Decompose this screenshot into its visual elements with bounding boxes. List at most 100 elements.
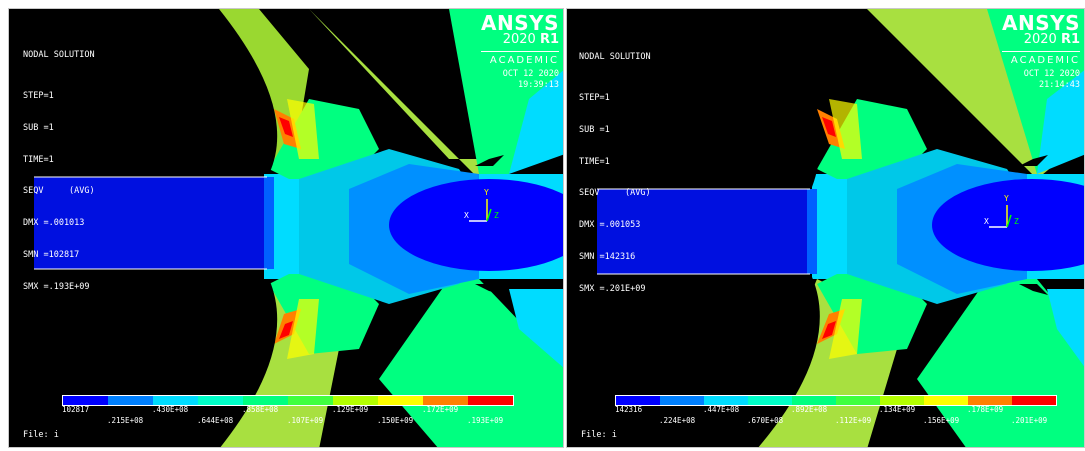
- legend-swatch: [968, 396, 1012, 405]
- lower-notch-yellow: [287, 299, 319, 359]
- solution-info: NODAL SOLUTION STEP=1 SUB =1 TIME=1 SEQV…: [23, 29, 95, 313]
- right-x-cut-bottom: [1019, 284, 1048, 295]
- shaft: [597, 189, 812, 274]
- upper-notch-peak: [279, 117, 293, 137]
- file-label: File: i: [23, 430, 59, 440]
- triad-z-label: Z: [1014, 217, 1019, 226]
- legend-label: .644E+08: [197, 416, 234, 425]
- upper-notch-yellow: [829, 99, 862, 159]
- ansys-logo: ANSYS: [480, 11, 559, 35]
- legend-label: .201E+09: [1011, 416, 1048, 425]
- legend-label: 142316: [615, 405, 643, 414]
- legend-label: .156E+09: [923, 416, 960, 425]
- legend-swatch: [108, 396, 153, 405]
- info-time: TIME=1: [23, 154, 54, 165]
- contour-legend-bar: [615, 395, 1057, 406]
- brand-divider: [480, 51, 559, 52]
- release-tag: R1: [1060, 32, 1080, 47]
- green-zone-upper: [269, 99, 379, 179]
- legend-swatch: [333, 396, 378, 405]
- release-label: 2020 R1: [1002, 33, 1080, 47]
- upper-arm: [747, 9, 1084, 179]
- upper-notch-cutout: [9, 9, 278, 174]
- info-step: STEP=1: [579, 92, 610, 103]
- ansys-viewport-right[interactable]: NODAL SOLUTION STEP=1 SUB =1 TIME=1 SEQV…: [566, 8, 1085, 448]
- upper-notch-peak: [822, 117, 836, 137]
- solution-info: NODAL SOLUTION STEP=1 SUB =1 TIME=1 SEQV…: [579, 31, 651, 315]
- brand-divider: [1001, 51, 1080, 52]
- triad-z-axis: [1006, 214, 1012, 228]
- legend-swatch: [880, 396, 924, 405]
- triad-z-axis: [486, 208, 492, 222]
- legend-label: .150E+09: [377, 416, 414, 425]
- legend-swatch: [423, 396, 468, 405]
- legend-label: .193E+09: [467, 416, 504, 425]
- legend-swatch: [198, 396, 243, 405]
- ansys-branding: ANSYS 2020 R1 ACADEMIC OCT 12 2020 19:39…: [480, 11, 559, 90]
- info-sub: SUB =1: [579, 124, 610, 135]
- info-smn: SMN =102817: [23, 249, 80, 260]
- edition-label: ACADEMIC: [489, 55, 559, 66]
- legend-swatch: [378, 396, 423, 405]
- legend-label: .107E+09: [287, 416, 324, 425]
- upper-notch-yellow: [287, 99, 319, 159]
- legend-labels: 142316 .447E+08 .892E+08 .134E+09 .178E+…: [567, 405, 1084, 429]
- upper-notch-cutout: [567, 9, 820, 187]
- time-label: 19:39:13: [518, 79, 559, 90]
- triad-x-label: X: [464, 211, 469, 220]
- solution-title: NODAL SOLUTION: [579, 52, 651, 63]
- legend-swatch: [748, 396, 792, 405]
- info-seqv: SEQV (AVG): [23, 186, 95, 197]
- legend-label: .215E+08: [107, 416, 144, 425]
- legend-label: 102817: [62, 405, 90, 414]
- legend-labels: 102817 .430E+08 .858E+08 .129E+09 .172E+…: [9, 405, 563, 429]
- legend-label: .172E+09: [422, 405, 459, 414]
- legend-swatch: [1012, 396, 1056, 405]
- legend-label: .224E+08: [659, 416, 696, 425]
- green-zone-lower: [269, 274, 379, 354]
- triad-z-label: Z: [494, 211, 499, 220]
- legend-label: .129E+09: [332, 405, 369, 414]
- edition-label: ACADEMIC: [1010, 55, 1080, 66]
- legend-label: .670E+08: [747, 416, 784, 425]
- legend-swatch: [243, 396, 288, 405]
- legend-label: .178E+09: [967, 405, 1004, 414]
- blue-core: [389, 179, 563, 271]
- date-label: OCT 12 2020: [1023, 69, 1080, 79]
- triad-y-label: Y: [1004, 194, 1009, 203]
- legend-swatch: [468, 396, 513, 405]
- ansys-logo: ANSYS: [1001, 11, 1080, 35]
- legend-label: .858E+08: [242, 405, 279, 414]
- lower-notch-yellow: [829, 299, 862, 359]
- triad-y-label: Y: [484, 188, 489, 197]
- right-x-cut-top: [1019, 155, 1048, 166]
- shaft-edge: [807, 189, 817, 274]
- release-year: 2020: [502, 32, 536, 47]
- release-label: 2020 R1: [481, 33, 559, 47]
- shaft-edge: [264, 177, 274, 269]
- time-label: 21:14:43: [1039, 79, 1080, 90]
- solution-title: NODAL SOLUTION: [23, 50, 95, 61]
- release-year: 2020: [1023, 32, 1057, 47]
- info-dmx: DMX =.001013: [23, 218, 85, 229]
- lower-right-arm-edge: [1047, 289, 1084, 367]
- legend-swatch: [153, 396, 198, 405]
- info-dmx: DMX =.001053: [579, 220, 641, 231]
- legend-label: .892E+08: [791, 405, 828, 414]
- legend-swatch: [616, 396, 660, 405]
- upper-right-arm-edge: [509, 70, 563, 174]
- ansys-viewport-left[interactable]: NODAL SOLUTION STEP=1 SUB =1 TIME=1 SEQV…: [8, 8, 564, 448]
- info-seqv: SEQV (AVG): [579, 188, 651, 199]
- triad-x-label: X: [984, 217, 989, 226]
- legend-swatch: [288, 396, 333, 405]
- green-zone-lower: [817, 274, 927, 354]
- legend-swatch: [660, 396, 704, 405]
- legend-swatch: [792, 396, 836, 405]
- file-label: File: i: [581, 430, 617, 440]
- legend-swatch: [836, 396, 880, 405]
- right-x-cut-bottom: [475, 284, 504, 295]
- right-x-cut-top: [475, 155, 504, 166]
- info-smx: SMX =.201E+09: [579, 283, 646, 294]
- info-sub: SUB =1: [23, 122, 54, 133]
